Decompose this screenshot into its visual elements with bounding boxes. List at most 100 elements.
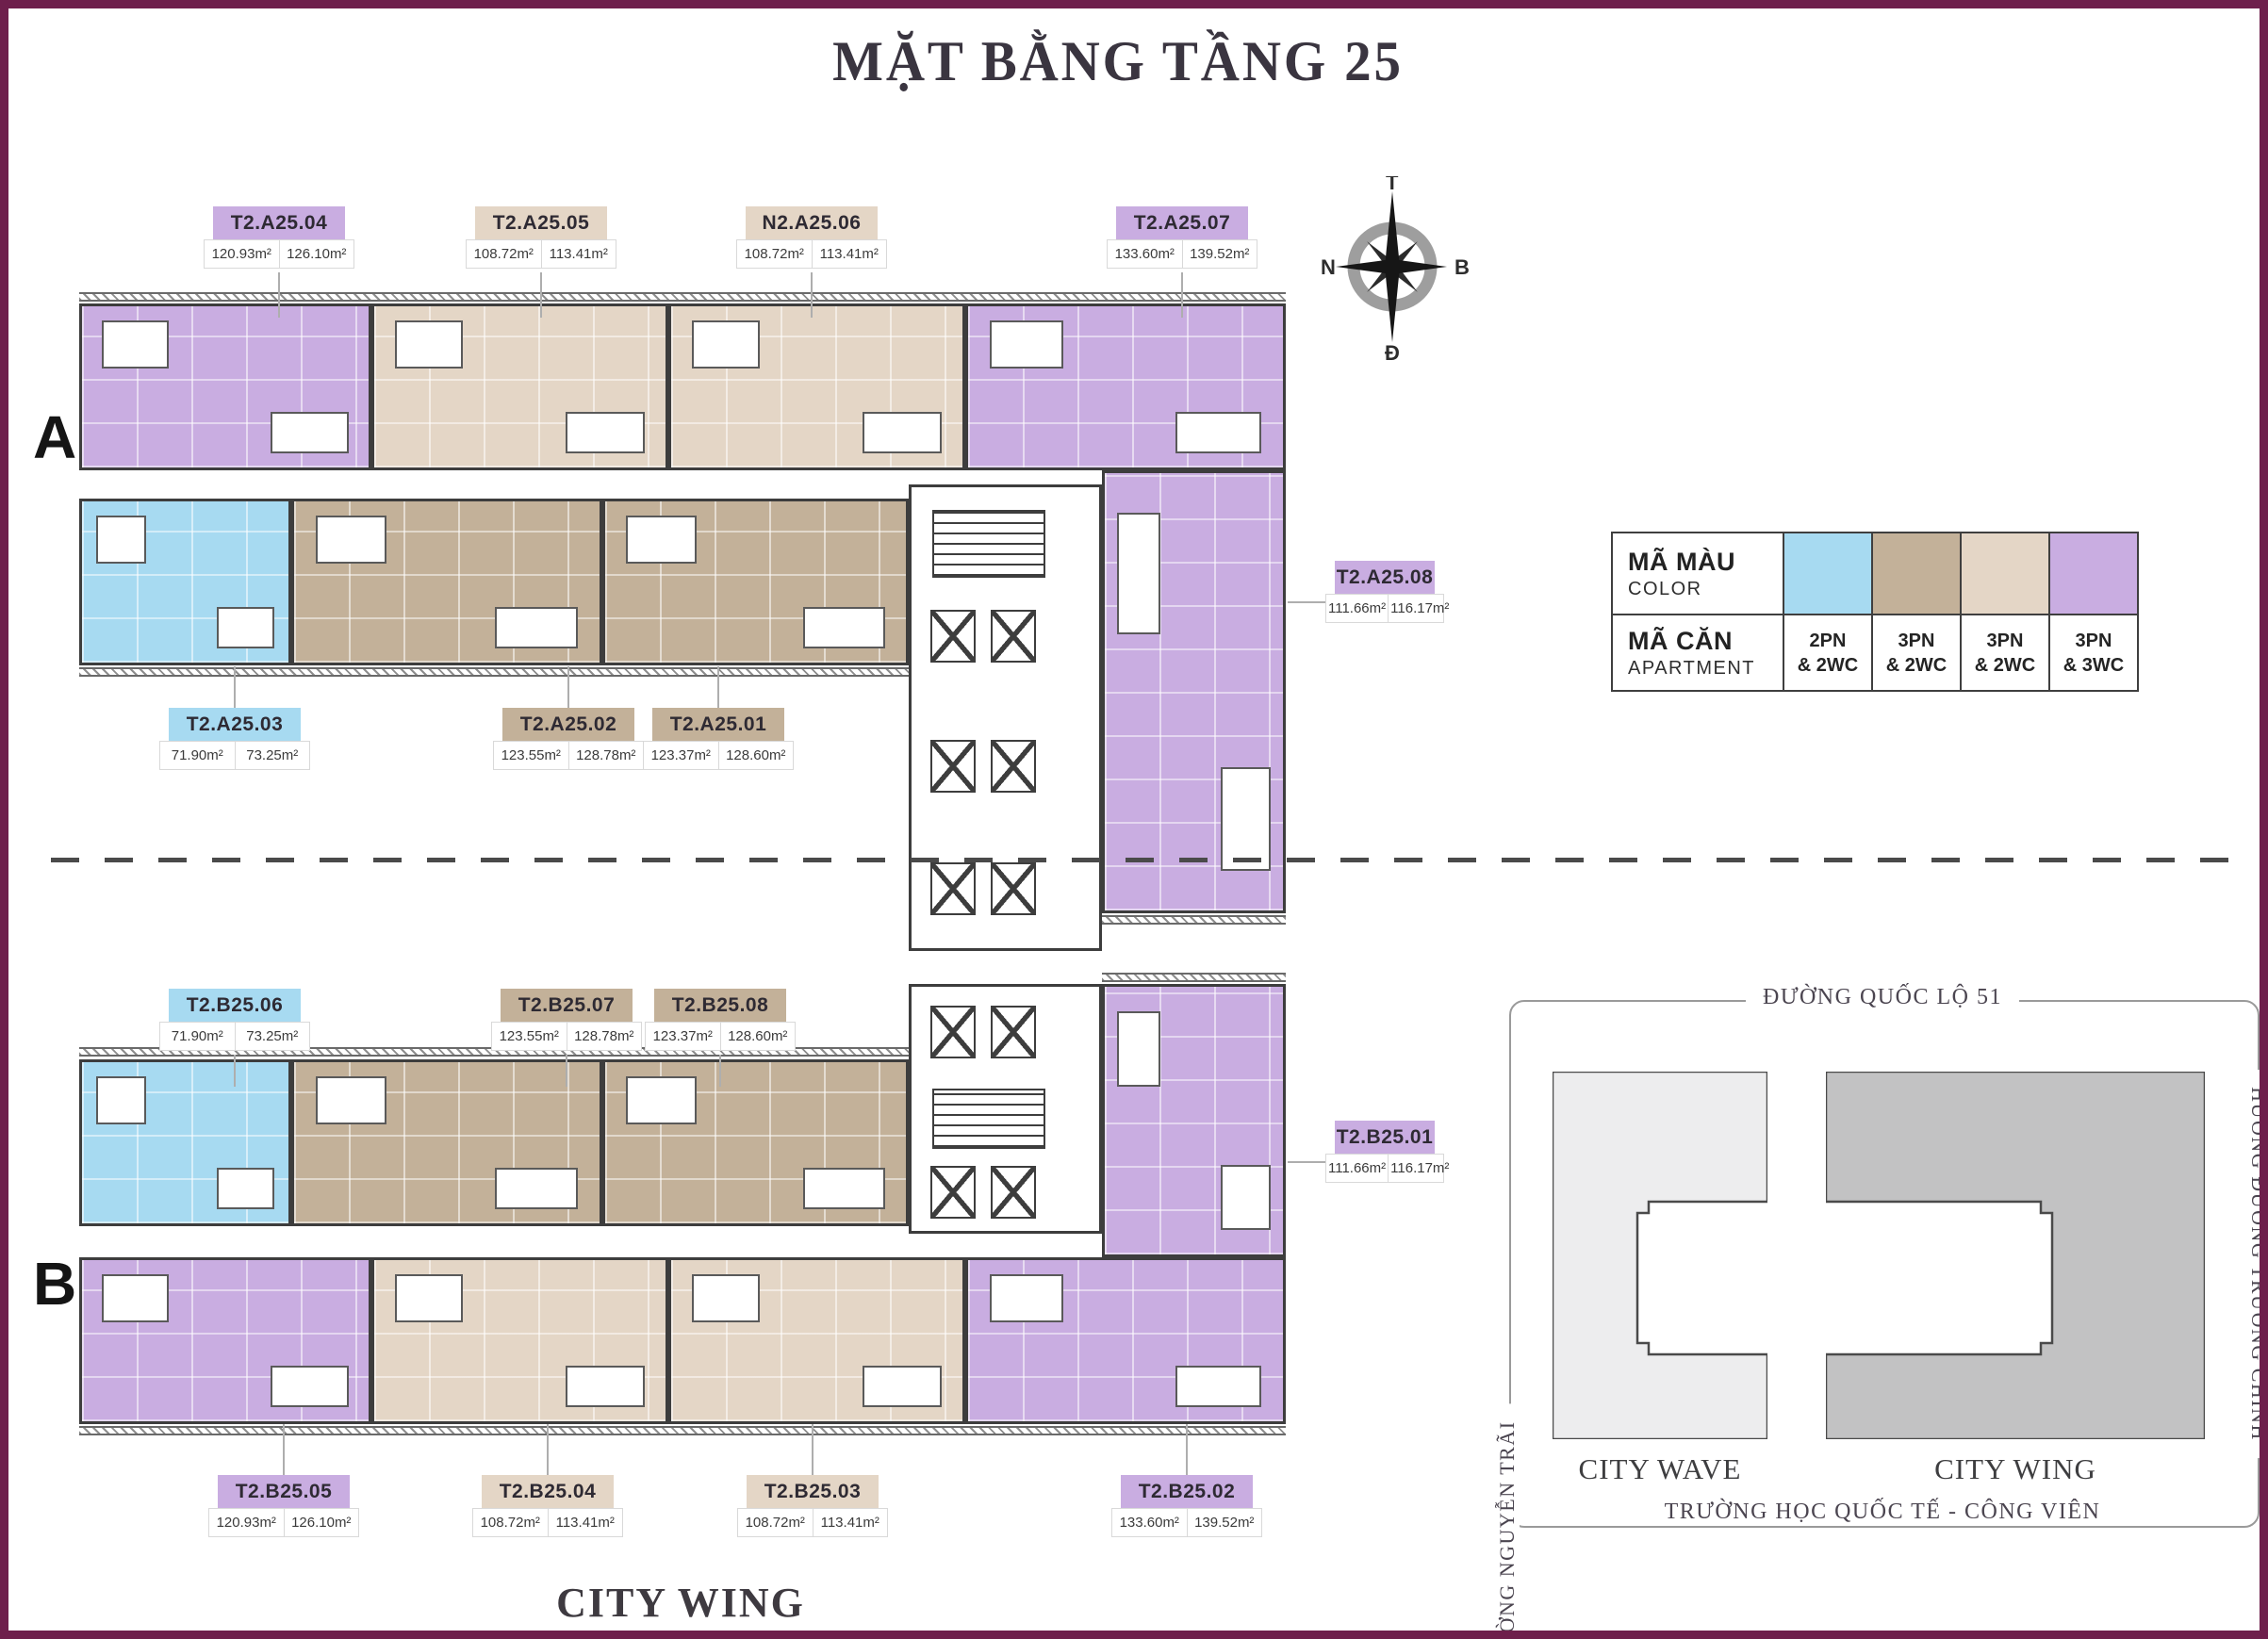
unit-block-t2b2503	[668, 1257, 965, 1424]
leader-line	[234, 1055, 236, 1087]
compass-west-label: N	[1321, 255, 1336, 279]
unit-area-total: 116.17m²	[1390, 600, 1450, 616]
page-title: MẶT BẰNG TẦNG 25	[832, 30, 1404, 92]
elevator-icon	[991, 610, 1036, 663]
unit-code: T2.A25.08	[1335, 561, 1435, 594]
elevator-icon	[930, 1006, 976, 1058]
unit-area-wall: 123.55m²	[494, 742, 569, 769]
unit-block-t2b2505	[79, 1257, 371, 1424]
unit-area-total: 113.41m²	[549, 246, 608, 262]
legend-type-3pn2wc-light: 3PN & 2WC	[1960, 614, 2048, 690]
balcony-hatch	[1102, 973, 1286, 982]
road-label-right: HƯỚNG ĐƯỜNG TRƯỜNG CHINH	[2246, 1070, 2260, 1458]
unit-area-total: 128.78m²	[576, 747, 636, 763]
unit-area-wall: 120.93m²	[209, 1509, 285, 1536]
legend-color-label: MÃ MÀU COLOR	[1628, 547, 1735, 599]
legend-apartment-label: MÃ CĂN APARTMENT	[1613, 614, 1783, 690]
compass-south-label: Đ	[1385, 341, 1400, 360]
unit-area-total: 73.25m²	[246, 747, 299, 763]
unit-area-wall: 108.72m²	[473, 1509, 549, 1536]
legend-swatch-3pn2wc-light	[1960, 533, 2048, 614]
unit-area-wall: 108.72m²	[467, 240, 542, 268]
elevator-icon	[930, 862, 976, 915]
unit-area-wall: 111.66m²	[1326, 595, 1389, 622]
core-block-a	[909, 484, 1102, 951]
compass-north-label: T	[1386, 176, 1399, 194]
leader-line	[540, 272, 542, 318]
leader-line	[278, 272, 280, 318]
leader-line	[1288, 601, 1325, 603]
unit-block-t2a2507	[965, 303, 1286, 470]
unit-area-wall: 123.37m²	[646, 1023, 721, 1050]
unit-area-wall: 123.37m²	[644, 742, 719, 769]
balcony-hatch	[79, 292, 1286, 302]
elevator-icon	[991, 862, 1036, 915]
leader-line	[566, 1055, 567, 1087]
wing-a-letter: A	[33, 403, 77, 471]
legend-type-3pn2wc-dark: 3PN & 2WC	[1871, 614, 1960, 690]
unit-code: T2.B25.01	[1335, 1121, 1435, 1154]
unit-area-wall: 71.90m²	[160, 742, 236, 769]
unit-block-t2b2507	[291, 1059, 602, 1226]
footer-building-name: CITY WING	[556, 1580, 805, 1626]
leader-line	[717, 666, 719, 710]
unit-area-total: 113.41m²	[820, 1515, 879, 1531]
unit-block-t2b2502	[965, 1257, 1286, 1424]
unit-area-total: 113.41m²	[819, 246, 879, 262]
road-label-bottom: TRƯỜNG HỌC QUỐC TẾ - CÔNG VIÊN	[1647, 1500, 2118, 1525]
unit-block-t2a2505	[371, 303, 668, 470]
leader-line	[812, 1424, 814, 1475]
unit-block-t2b2508	[602, 1059, 909, 1226]
leader-line	[719, 1055, 721, 1087]
road-label-top: ĐƯỜNG QUỐC LỘ 51	[1746, 985, 2019, 1010]
balcony-hatch	[79, 667, 909, 677]
unit-code: T2.A25.03	[169, 708, 301, 741]
unit-code: T2.A25.04	[213, 206, 345, 239]
unit-block-n2a2506	[668, 303, 965, 470]
unit-block-t2a2501	[602, 499, 909, 665]
leader-line	[234, 666, 236, 710]
unit-area-wall: 111.66m²	[1326, 1155, 1389, 1182]
compass-east-label: B	[1454, 255, 1470, 279]
unit-area-wall: 123.55m²	[492, 1023, 567, 1050]
legend-type-2pn2wc: 2PN & 2WC	[1783, 614, 1871, 690]
unit-code: T2.B25.08	[654, 989, 786, 1022]
unit-block-t2a2504	[79, 303, 371, 470]
unit-label-t2b2504: T2.B25.04 108.72m² 113.41m²	[472, 1475, 623, 1537]
legend-swatch-3pn2wc-dark	[1871, 533, 1960, 614]
unit-block-t2a2508	[1102, 470, 1286, 913]
unit-area-wall: 133.60m²	[1108, 240, 1183, 268]
elevator-icon	[930, 740, 976, 793]
city-wing-label: CITY WING	[1934, 1452, 2096, 1485]
unit-block-t2a2502	[291, 499, 602, 665]
unit-area-total: 73.25m²	[246, 1028, 299, 1044]
unit-code: T2.B25.02	[1121, 1475, 1253, 1508]
unit-code: T2.B25.07	[501, 989, 633, 1022]
leader-line	[283, 1424, 285, 1475]
unit-block-t2b2504	[371, 1257, 668, 1424]
elevator-icon	[930, 610, 976, 663]
elevator-icon	[930, 1166, 976, 1219]
unit-label-t2b2502: T2.B25.02 133.60m² 139.52m²	[1111, 1475, 1262, 1537]
unit-area-wall: 133.60m²	[1112, 1509, 1188, 1536]
unit-block-t2a2503	[79, 499, 291, 665]
unit-area-wall: 71.90m²	[160, 1023, 236, 1050]
unit-area-total: 113.41m²	[555, 1515, 615, 1531]
unit-area-total: 139.52m²	[1190, 246, 1250, 262]
unit-code: T2.B25.04	[482, 1475, 614, 1508]
unit-area-total: 139.52m²	[1194, 1515, 1255, 1531]
leader-line	[1181, 272, 1183, 318]
legend-table: MÃ MÀU COLOR MÃ CĂN APARTMENT 2PN & 2WC …	[1611, 532, 2139, 692]
leader-line	[547, 1424, 549, 1475]
unit-area-total: 126.10m²	[287, 246, 347, 262]
unit-area-total: 116.17m²	[1390, 1160, 1450, 1176]
legend-type-3pn3wc: 3PN & 3WC	[2048, 614, 2137, 690]
unit-area-total: 128.60m²	[728, 1028, 788, 1044]
